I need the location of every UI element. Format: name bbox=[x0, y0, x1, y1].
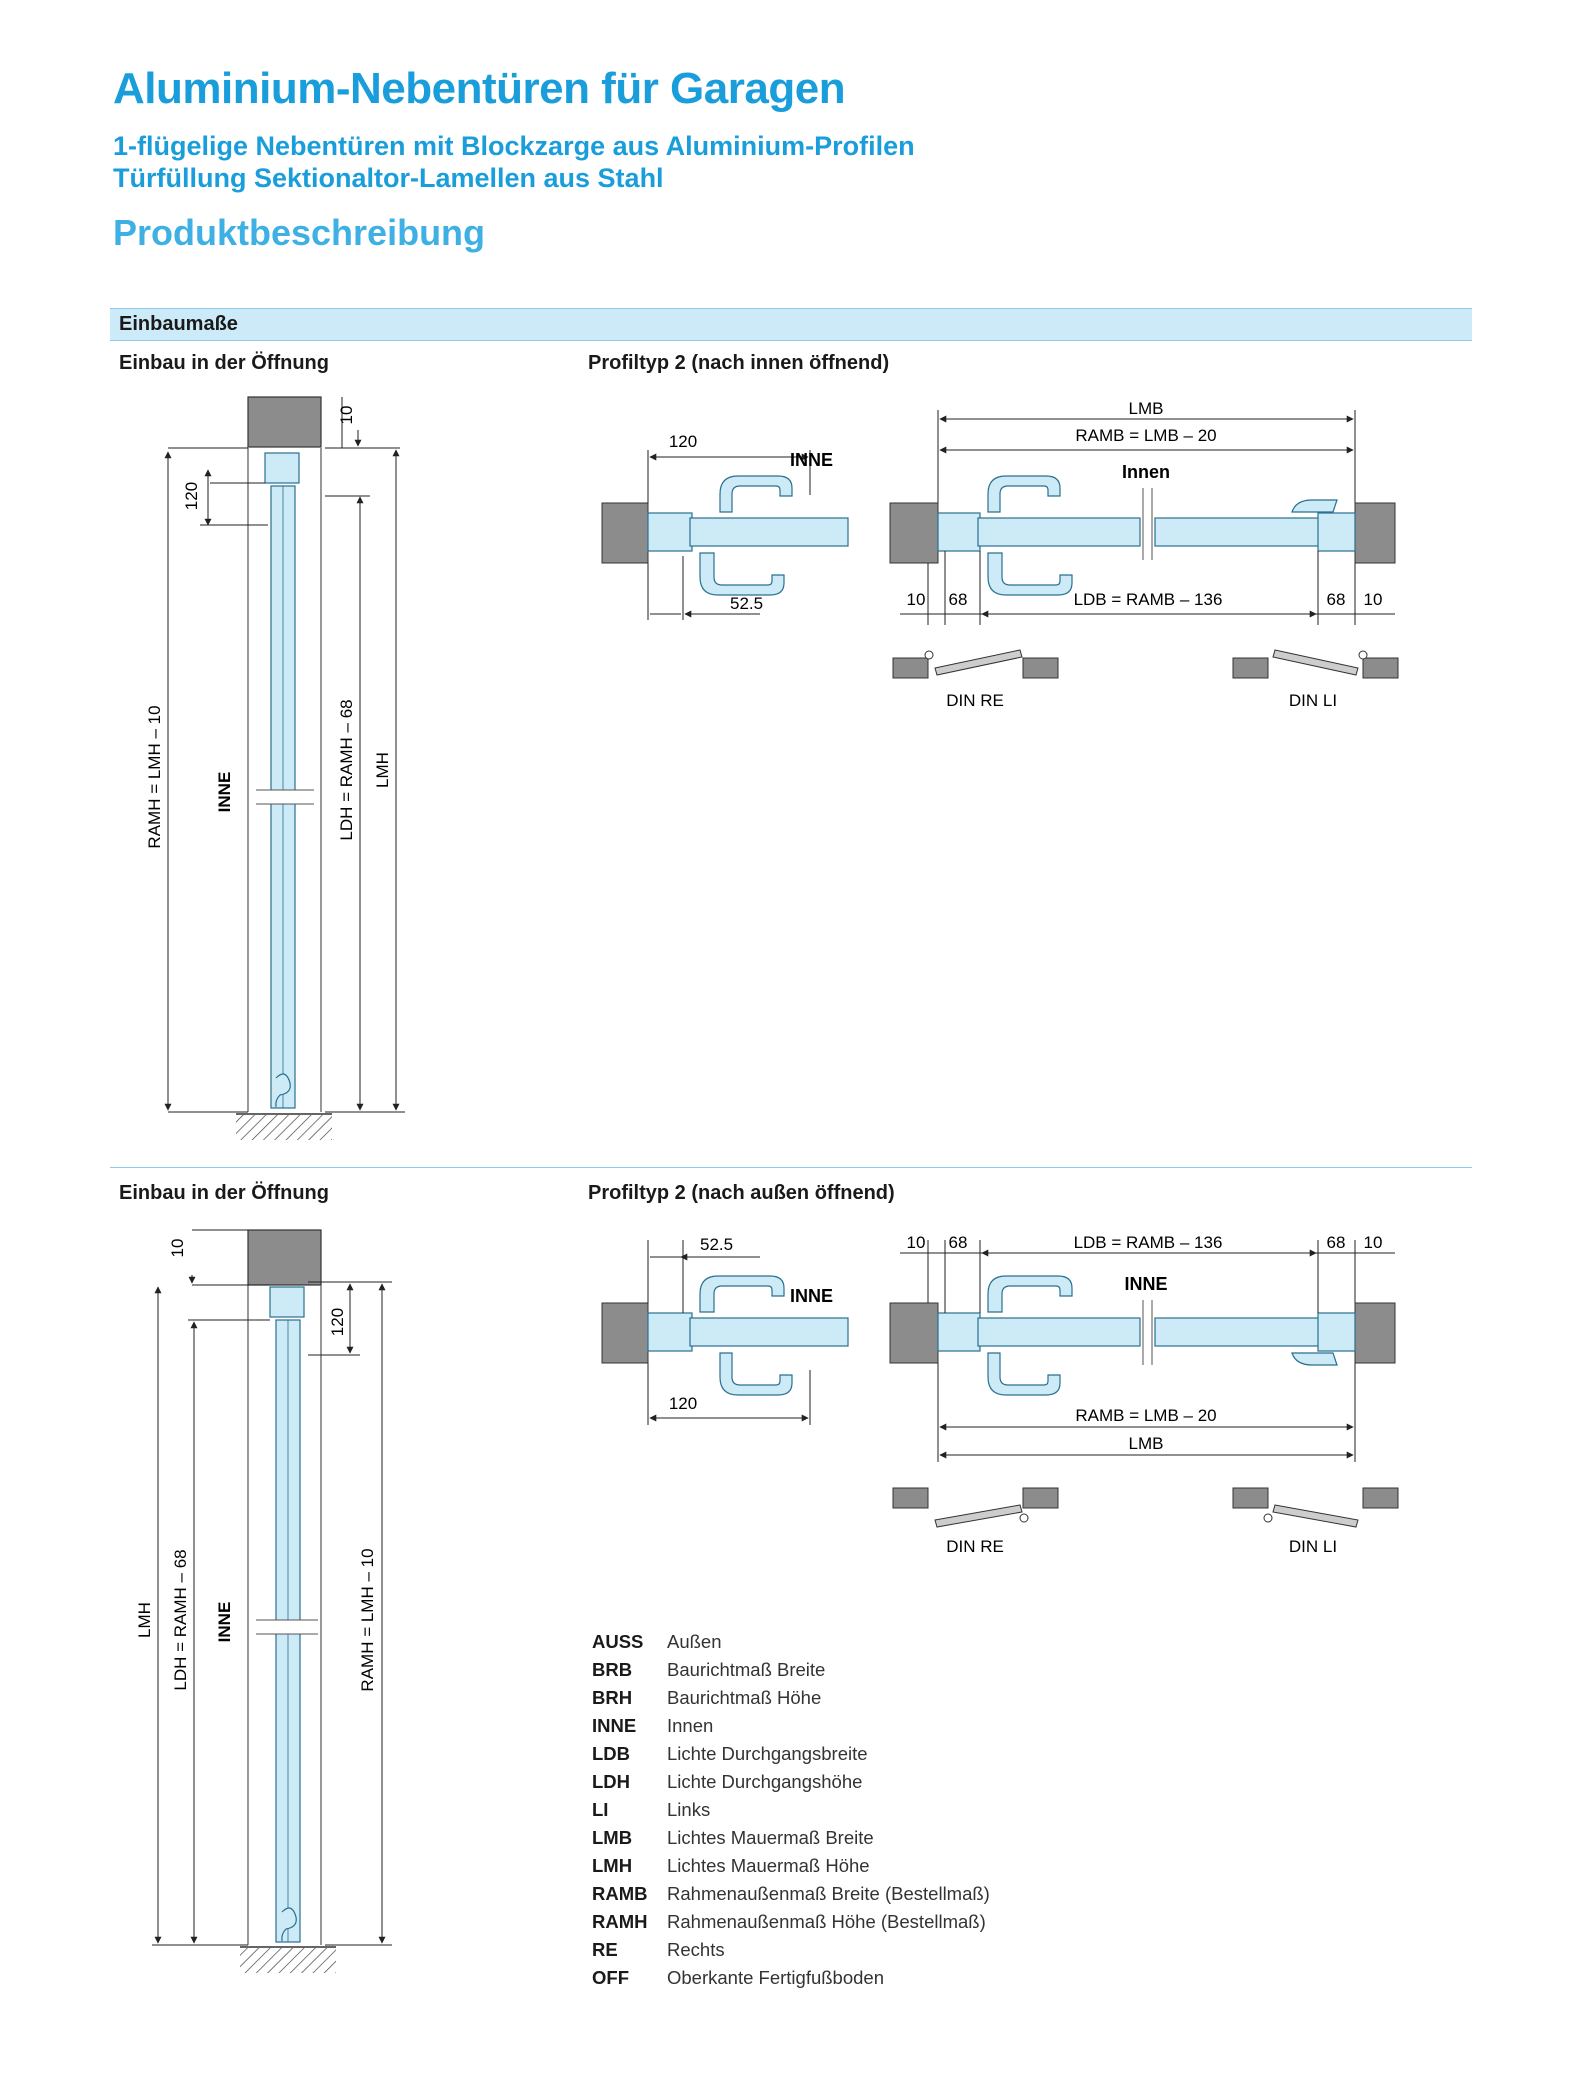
dim-68a-label: 68 bbox=[949, 1233, 968, 1252]
legend-key: RAMH bbox=[592, 1911, 648, 1932]
dim-10a-label: 10 bbox=[907, 590, 926, 609]
full-section-outward: 10 68 LDB = RAMB – 136 68 10 INNE RAMB =… bbox=[889, 1233, 1396, 1462]
innen-label: Innen bbox=[1122, 462, 1170, 482]
lmb-label: LMB bbox=[1129, 1434, 1164, 1453]
dim-10b-label: 10 bbox=[1364, 1233, 1383, 1252]
bottom-left-heading: Einbau in der Öffnung bbox=[119, 1182, 329, 1204]
section-bar: Einbaumaße bbox=[110, 308, 1472, 341]
bottom-right-heading: Profiltyp 2 (nach außen öffnend) bbox=[588, 1182, 895, 1204]
dim-120-label: 120 bbox=[669, 1394, 697, 1413]
inne-label: INNE bbox=[790, 450, 833, 470]
ramh-label: RAMH = LMH – 10 bbox=[145, 705, 164, 848]
dim-120-label: 120 bbox=[182, 482, 201, 510]
small-section-outward: 52.5 INNE 120 bbox=[601, 1235, 849, 1425]
legend-key: BRB bbox=[592, 1659, 633, 1680]
inne-label: INNE bbox=[1124, 1274, 1167, 1294]
subtitle-2: Türfüllung Sektionaltor-Lamellen aus Sta… bbox=[113, 163, 664, 193]
legend-key: RAMB bbox=[592, 1883, 648, 1904]
legend-value: Oberkante Fertigfußboden bbox=[667, 1967, 884, 1988]
section-title: Produktbeschreibung bbox=[113, 212, 486, 253]
legend-value: Lichte Durchgangsbreite bbox=[667, 1743, 868, 1764]
top-left-heading: Einbau in der Öffnung bbox=[119, 352, 329, 374]
legend-value: Lichtes Mauermaß Höhe bbox=[667, 1855, 870, 1876]
ldh-label: LDH = RAMH – 68 bbox=[337, 699, 356, 840]
legend-key: LDB bbox=[592, 1743, 631, 1764]
dim-68a-label: 68 bbox=[949, 590, 968, 609]
legend-value: Außen bbox=[667, 1631, 722, 1652]
legend-value: Innen bbox=[667, 1715, 714, 1736]
dim-10-label: 10 bbox=[168, 1239, 187, 1258]
dim-52-label: 52.5 bbox=[730, 594, 763, 613]
ldh-label: LDH = RAMH – 68 bbox=[171, 1549, 190, 1690]
ramb-label: RAMB = LMB – 20 bbox=[1075, 426, 1216, 445]
lmh-label: LMH bbox=[135, 1602, 154, 1638]
small-section-inward: 120 INNE 52.5 bbox=[601, 432, 849, 620]
legend-value: Lichte Durchgangshöhe bbox=[667, 1771, 863, 1792]
legend-key: LDH bbox=[592, 1771, 631, 1792]
legend-key: INNE bbox=[592, 1715, 637, 1736]
lintel-wall bbox=[247, 396, 322, 448]
legend-key: BRH bbox=[592, 1687, 633, 1708]
lmh-label: LMH bbox=[373, 752, 392, 788]
legend-key: AUSS bbox=[592, 1631, 644, 1652]
frame-head bbox=[264, 452, 300, 484]
full-section-inward: LMB RAMB = LMB – 20 Innen 10 68 LDB = RA… bbox=[889, 399, 1396, 625]
section-bar-label: Einbaumaße bbox=[119, 313, 238, 335]
din-re-label: DIN RE bbox=[946, 691, 1004, 710]
lmb-label: LMB bbox=[1129, 399, 1164, 418]
subtitle-1: 1-flügelige Nebentüren mit Blockzarge au… bbox=[113, 131, 915, 161]
din-re-label: DIN RE bbox=[946, 1537, 1004, 1556]
vertical-section-outward: 10 120 LMH LDH = RAMH – 68 INNE RAMH = L… bbox=[135, 1229, 392, 1973]
legend-value: Lichtes Mauermaß Breite bbox=[667, 1827, 874, 1848]
din-li-label: DIN LI bbox=[1289, 1537, 1337, 1556]
dim-10a-label: 10 bbox=[907, 1233, 926, 1252]
legend-key: RE bbox=[592, 1939, 618, 1960]
ldb-label: LDB = RAMB – 136 bbox=[1074, 1233, 1223, 1252]
dim-52-label: 52.5 bbox=[700, 1235, 733, 1254]
floor-hatch bbox=[236, 1115, 332, 1140]
din-swing-outward: DIN RE DIN LI bbox=[892, 1487, 1399, 1556]
dim-120-label: 120 bbox=[669, 432, 697, 451]
dim-120-label: 120 bbox=[328, 1308, 347, 1336]
dim-10b-label: 10 bbox=[1364, 590, 1383, 609]
din-swing-inward: DIN RE DIN LI bbox=[892, 649, 1399, 710]
legend-value: Baurichtmaß Breite bbox=[667, 1659, 826, 1680]
legend-key: LMH bbox=[592, 1855, 633, 1876]
legend-key: LMB bbox=[592, 1827, 633, 1848]
vertical-section-inward: 10 120 RAMH = LMH – 10 INNE LDH = RAMH –… bbox=[145, 396, 405, 1140]
ramh-label: RAMH = LMH – 10 bbox=[358, 1548, 377, 1691]
dim-68b-label: 68 bbox=[1327, 1233, 1346, 1252]
legend-value: Rechts bbox=[667, 1939, 725, 1960]
ramb-label: RAMB = LMB – 20 bbox=[1075, 1406, 1216, 1425]
legend-value: Links bbox=[667, 1799, 711, 1820]
dim-68b-label: 68 bbox=[1327, 590, 1346, 609]
din-li-label: DIN LI bbox=[1289, 691, 1337, 710]
legend-value: Baurichtmaß Höhe bbox=[667, 1687, 822, 1708]
legend-key: OFF bbox=[592, 1967, 629, 1988]
ldb-label: LDB = RAMB – 136 bbox=[1074, 590, 1223, 609]
legend-key: LI bbox=[592, 1799, 609, 1820]
page-title: Aluminium-Nebentüren für Garagen bbox=[113, 64, 846, 113]
inne-label: INNE bbox=[215, 1602, 234, 1643]
legend-value: Rahmenaußenmaß Breite (Bestellmaß) bbox=[667, 1883, 990, 1904]
legend-value: Rahmenaußenmaß Höhe (Bestellmaß) bbox=[667, 1911, 986, 1932]
inne-label: INNE bbox=[790, 1286, 833, 1306]
dim-10-label: 10 bbox=[337, 406, 356, 425]
divider bbox=[110, 1167, 1472, 1168]
inne-label: INNE bbox=[215, 772, 234, 813]
top-right-heading: Profiltyp 2 (nach innen öffnend) bbox=[588, 352, 890, 374]
